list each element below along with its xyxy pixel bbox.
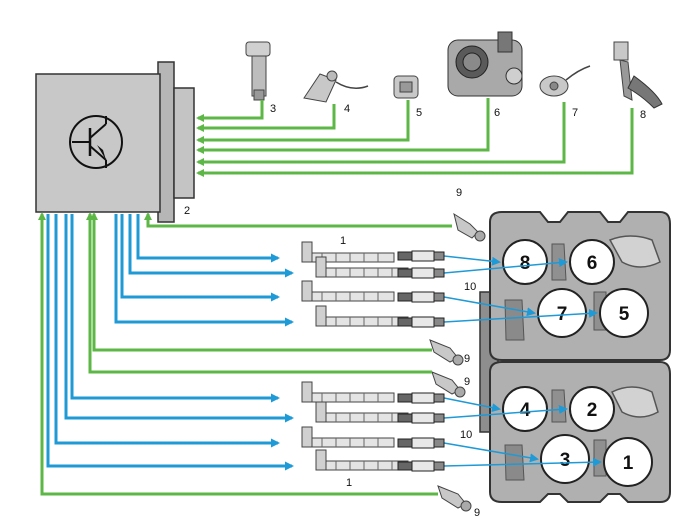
ecu-to-coil-line [70,214,280,403]
label-3: 3 [270,103,276,115]
label-ecu: 2 [184,205,190,217]
cylinder: 1 [603,437,653,487]
cylinder-number: 8 [520,253,531,274]
cylinder-number: 5 [619,304,630,325]
label-5: 5 [416,107,422,119]
transistor-symbol-icon [69,115,123,169]
throttle-body-icon [447,31,523,97]
signal-line-camshaft-3 [86,212,432,374]
ignition-coil-icon [315,305,409,327]
ignition-coil-icon [315,401,409,423]
knock-sensor-icon [539,65,591,97]
plug-to-cylinder-line [443,258,568,274]
signal-line-knock-sensor [196,102,566,166]
spark-plug-icon [397,392,445,404]
label-8: 8 [640,109,646,121]
spark-plug-icon [397,291,445,303]
ecu-to-coil-line [64,214,294,423]
cylinder: 4 [502,386,548,432]
ecu-to-coil-line [114,214,294,327]
spark-plug-icon [397,267,445,279]
cylinder-number: 3 [560,450,571,471]
camshaft-sensor-icon [431,371,466,398]
spark-plug-icon [397,250,445,262]
label-cam-2: 9 [464,353,470,365]
signal-line-camshaft-4 [38,212,438,496]
coolant-temperature-sensor-icon [393,75,419,99]
ignition-coil-icon [301,280,395,302]
label-plug-top: 10 [464,281,476,293]
input-signal-lines [38,98,634,496]
ignition-coil-icon [301,426,395,448]
cylinder: 6 [569,239,615,285]
spark-plug-icon [397,412,445,424]
plug-to-cylinder-line [443,308,598,323]
cylinder-number: 4 [520,400,531,421]
cylinder: 8 [502,239,548,285]
cylinder: 7 [537,288,587,338]
ecu-to-coil-line [136,214,280,263]
plug-to-cylinder-line [443,405,568,419]
signal-line-engine-speed-sensor [196,104,336,132]
plug-to-cylinder-line [443,397,501,413]
signal-line-camshaft-2 [90,212,432,352]
engine-speed-sensor-icon [303,70,369,103]
plug-to-cylinder-line [443,442,539,463]
label-cam-4: 9 [474,507,480,519]
spark-plug-icon [397,316,445,328]
plug-to-cylinder-line [443,296,536,317]
cylinder-layer: 8 67 5 4 2 3 1 [502,239,653,487]
cylinder-number: 2 [587,400,598,421]
camshaft-sensor-icon [437,485,472,512]
label-plug-bottom: 10 [460,429,472,441]
plug-to-cylinder-line [443,457,602,467]
signal-line-throttle-body [196,98,490,154]
camshaft-sensor-icon [453,212,486,242]
ecu-to-coil-line [120,214,280,302]
ignition-output-lines [46,214,602,471]
label-coil-top: 1 [340,235,346,247]
ignition-coil-icon [301,381,395,403]
ecu-to-coil-line [54,214,280,448]
plug-to-cylinder-line [443,255,501,266]
ecu [35,61,195,223]
signal-line-coolant-sensor [196,100,410,144]
cylinder: 2 [569,386,615,432]
accelerator-pedal-module-icon [613,41,663,109]
label-4: 4 [344,103,350,115]
label-cam-1: 9 [456,187,462,199]
signal-line-pedal-module [196,108,634,177]
ecu-to-coil-line [46,214,294,471]
cylinder-number: 6 [587,253,598,274]
label-7: 7 [572,107,578,119]
label-6: 6 [494,107,500,119]
cylinder: 5 [599,288,649,338]
label-cam-3: 9 [464,376,470,388]
ecu-to-coil-line [128,214,294,278]
ignition-coil-layer [301,241,445,472]
callout-labels: 3 4 5 6 7 8 2 1 1 10 10 9 9 9 9 [184,103,646,519]
ecu-housing [35,73,161,213]
spark-plug-icon [397,437,445,449]
cylinder: 3 [540,434,590,484]
air-mass-meter-icon [245,41,271,101]
signal-line-camshaft-1 [144,212,452,228]
ignition-coil-icon [315,449,409,471]
ecu-connector-plug [173,87,195,199]
camshaft-sensor-icon [429,339,464,366]
cylinder-number: 1 [623,453,634,474]
signal-line-air-mass-meter [196,100,264,122]
spark-plug-icon [397,460,445,472]
label-coil-bottom: 1 [346,477,352,489]
